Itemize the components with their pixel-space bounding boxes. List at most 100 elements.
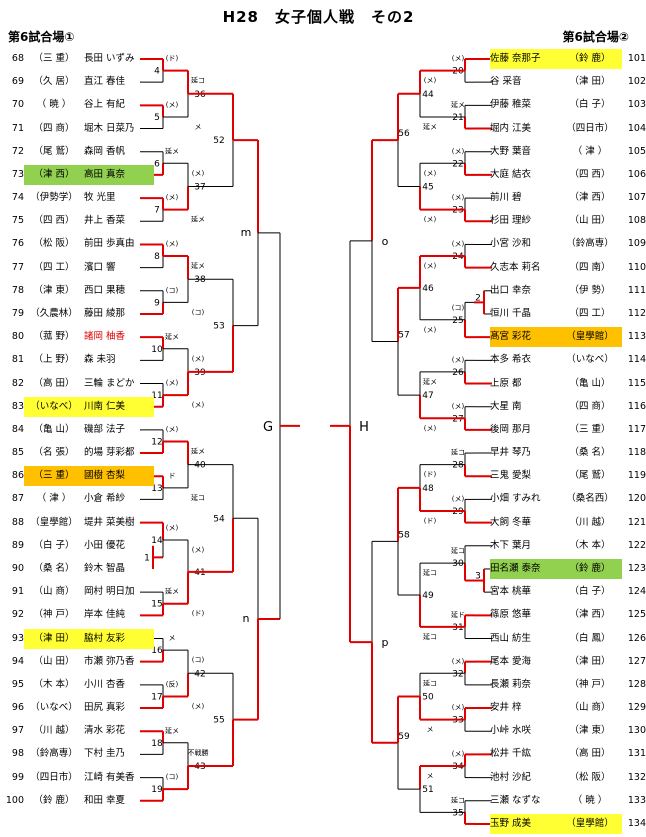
player-number: 92 bbox=[11, 609, 24, 621]
match-number: 45 bbox=[422, 182, 433, 192]
left-player-row: 91（山 商）岡村 明日加 bbox=[2, 582, 154, 602]
left-player-row: 89（白 子）小田 優花 bbox=[2, 536, 154, 556]
right-player-row: 三瀬 なずな（ 暁 ）133 bbox=[490, 791, 646, 811]
player-highlight: （ 暁 ）谷上 有紀 bbox=[24, 95, 154, 115]
left-player-row: 93（津 田）脇村 友彩 bbox=[2, 628, 154, 649]
match-number: 25 bbox=[452, 316, 463, 326]
match-number: 58 bbox=[398, 530, 410, 540]
player-highlight: 木下 葉月（木 本） bbox=[490, 536, 622, 556]
player-school: （鈴高専） bbox=[566, 238, 614, 250]
player-number: 118 bbox=[627, 447, 646, 459]
right-player-row: 早井 琴乃（桑 名）118 bbox=[490, 443, 646, 463]
player-school: （亀 山） bbox=[569, 377, 611, 389]
player-highlight: （四 工）濱口 響 bbox=[24, 258, 154, 278]
waza-mark: (メ) bbox=[452, 194, 465, 202]
player-highlight: （四 商）堀木 日菜乃 bbox=[24, 119, 154, 139]
player-number: 99 bbox=[11, 771, 24, 783]
match-number: 13 bbox=[151, 484, 162, 494]
waza-mark: (メ) bbox=[452, 240, 465, 248]
player-number: 91 bbox=[11, 586, 24, 598]
player-number: 75 bbox=[11, 215, 24, 227]
player-school: （山 田） bbox=[33, 655, 75, 667]
player-highlight: 谷 采音（津 田） bbox=[490, 72, 622, 92]
player-school: （白 子） bbox=[569, 586, 611, 598]
left-player-row: 73（津 西）高田 真奈 bbox=[2, 164, 154, 185]
left-player-row: 87（ 津 ）小倉 希紗 bbox=[2, 489, 154, 509]
match-number: 47 bbox=[422, 391, 433, 401]
player-name: 小田 優花 bbox=[84, 539, 126, 551]
player-name: 髙宮 彩花 bbox=[490, 331, 532, 343]
player-name: 三輪 まどか bbox=[84, 377, 135, 389]
right-player-row: 三鬼 愛梨（尾 鷲）119 bbox=[490, 466, 646, 486]
waza-mark: (メ) bbox=[452, 147, 465, 155]
player-highlight: （四日市）江崎 有美香 bbox=[24, 768, 154, 788]
right-player-row: 玉野 成美（皇學館）134 bbox=[490, 813, 646, 834]
player-name: 下村 圭乃 bbox=[84, 748, 126, 760]
player-highlight: 小峠 水咲（津 東） bbox=[490, 721, 622, 741]
right-player-row: 篠原 悠華（津 西）125 bbox=[490, 605, 646, 625]
player-school: （久 居） bbox=[33, 76, 75, 88]
waza-mark: (メ) bbox=[452, 657, 465, 665]
waza-mark: (ド) bbox=[424, 471, 437, 479]
player-name: 前川 碧 bbox=[490, 192, 522, 204]
waza-mark: (メ) bbox=[452, 402, 465, 410]
player-number: 109 bbox=[627, 238, 646, 250]
waza-mark: (メ) bbox=[452, 704, 465, 712]
player-number: 113 bbox=[627, 331, 646, 343]
left-player-row: 78（津 東）西口 果穂 bbox=[2, 281, 154, 301]
match-number: 22 bbox=[452, 159, 463, 169]
waza-mark: (コ) bbox=[166, 286, 179, 294]
waza-mark: メ bbox=[195, 123, 202, 131]
player-number: 123 bbox=[627, 562, 646, 574]
right-player-row: 安井 梓（山 商）129 bbox=[490, 698, 646, 718]
player-highlight: 本多 希衣（いなべ） bbox=[490, 350, 622, 370]
player-highlight: （久農林）藤田 綾那 bbox=[24, 304, 154, 324]
match-number: 11 bbox=[151, 391, 162, 401]
waza-mark: (メ) bbox=[452, 495, 465, 503]
player-school: （いなべ） bbox=[566, 354, 614, 366]
player-highlight: （名 張）的場 芽彩都 bbox=[24, 443, 154, 463]
match-number: 10 bbox=[151, 345, 163, 355]
player-name: 篠原 悠華 bbox=[490, 609, 532, 621]
right-player-row: 田名瀬 泰奈（鈴 鹿）123 bbox=[490, 558, 646, 579]
right-player-row: 佐藤 奈那子（鈴 鹿）101 bbox=[490, 49, 646, 69]
player-name: 大庭 結衣 bbox=[490, 168, 532, 180]
player-school: （松 阪） bbox=[33, 238, 75, 250]
left-player-row: 99（四日市）江崎 有美香 bbox=[2, 768, 154, 788]
player-name: 長瀬 莉奈 bbox=[490, 678, 532, 690]
player-school: （四日市） bbox=[30, 771, 78, 783]
player-name: 磯部 法子 bbox=[84, 423, 126, 435]
player-school: （白 鳳） bbox=[569, 632, 611, 644]
player-school: （神 戸） bbox=[569, 678, 611, 690]
player-number: 131 bbox=[627, 748, 646, 760]
waza-mark: (メ) bbox=[452, 55, 465, 63]
player-number: 119 bbox=[627, 470, 646, 482]
player-school: （津 東） bbox=[569, 725, 611, 737]
left-player-row: 98（鈴高専）下村 圭乃 bbox=[2, 744, 154, 764]
player-name: 田名瀬 泰奈 bbox=[490, 562, 541, 574]
player-highlight: （ 津 ）小倉 希紗 bbox=[24, 489, 154, 509]
player-name: 尾本 愛海 bbox=[490, 655, 532, 667]
player-number: 103 bbox=[627, 99, 646, 111]
waza-mark: 延メ bbox=[191, 261, 205, 270]
match-number: 50 bbox=[422, 692, 434, 702]
waza-mark: 延メ bbox=[451, 100, 465, 109]
player-highlight: 小宮 沙和（鈴高専） bbox=[490, 234, 622, 254]
player-name: 大飼 冬華 bbox=[490, 516, 532, 528]
waza-mark: (メ) bbox=[424, 262, 437, 270]
player-number: 72 bbox=[11, 145, 24, 157]
player-highlight: （山 田）市瀬 弥乃香 bbox=[24, 652, 154, 672]
match-number: 42 bbox=[194, 669, 205, 679]
player-name: 谷上 有紀 bbox=[84, 99, 126, 111]
right-player-row: 本多 希衣（いなべ）114 bbox=[490, 350, 646, 370]
waza-mark: (メ) bbox=[192, 702, 205, 710]
player-highlight: （鈴高専）下村 圭乃 bbox=[24, 744, 154, 764]
waza-mark: (メ) bbox=[192, 401, 205, 409]
match-number: 51 bbox=[422, 785, 433, 795]
left-venue-label: 第6試合場① bbox=[8, 30, 75, 44]
player-number: 88 bbox=[11, 516, 24, 528]
player-school: （木 本） bbox=[33, 678, 75, 690]
waza-mark: 延メ bbox=[165, 332, 179, 341]
waza-mark: 延コ bbox=[423, 632, 437, 641]
player-number: 70 bbox=[11, 99, 24, 111]
